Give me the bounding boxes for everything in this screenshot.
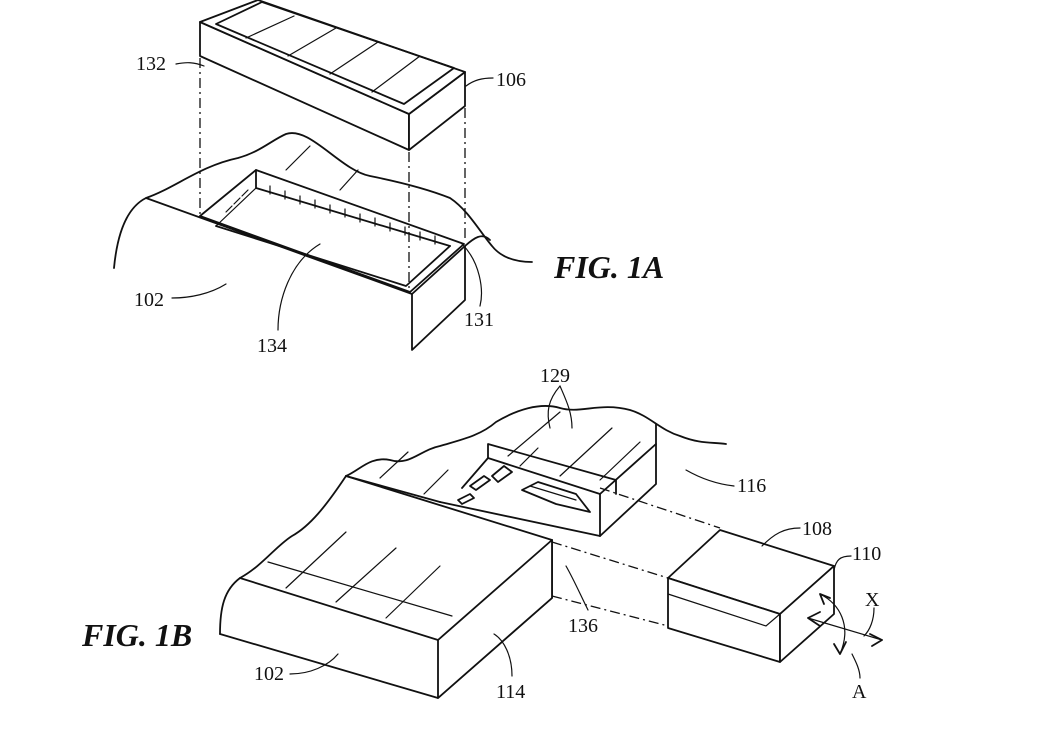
socket-section-116 — [346, 406, 726, 536]
label-a: A — [852, 681, 867, 703]
component-106-lid — [200, 0, 465, 150]
figure-1a: 132 106 102 134 131 FIG. 1A — [114, 0, 664, 357]
label-131: 131 — [464, 309, 494, 331]
label-114: 114 — [496, 681, 525, 703]
label-132: 132 — [136, 53, 166, 75]
label-102-1b: 102 — [254, 663, 284, 685]
figure-1b: 129 116 108 110 X 136 102 114 A FIG. 1B — [81, 365, 882, 703]
figure-title-1a: FIG. 1A — [553, 249, 664, 285]
label-129: 129 — [540, 365, 570, 387]
label-136: 136 — [568, 615, 598, 637]
recess-hatching — [226, 186, 435, 244]
label-134: 134 — [257, 335, 287, 357]
housing-102-1b — [220, 452, 552, 698]
label-106: 106 — [496, 69, 526, 91]
figure-title-1b: FIG. 1B — [81, 617, 192, 653]
label-110: 110 — [852, 543, 881, 565]
label-116: 116 — [737, 475, 766, 497]
socket-contacts — [458, 466, 590, 512]
label-x: X — [865, 589, 880, 611]
label-102: 102 — [134, 289, 164, 311]
plug-108 — [668, 530, 834, 662]
label-108: 108 — [802, 518, 832, 540]
